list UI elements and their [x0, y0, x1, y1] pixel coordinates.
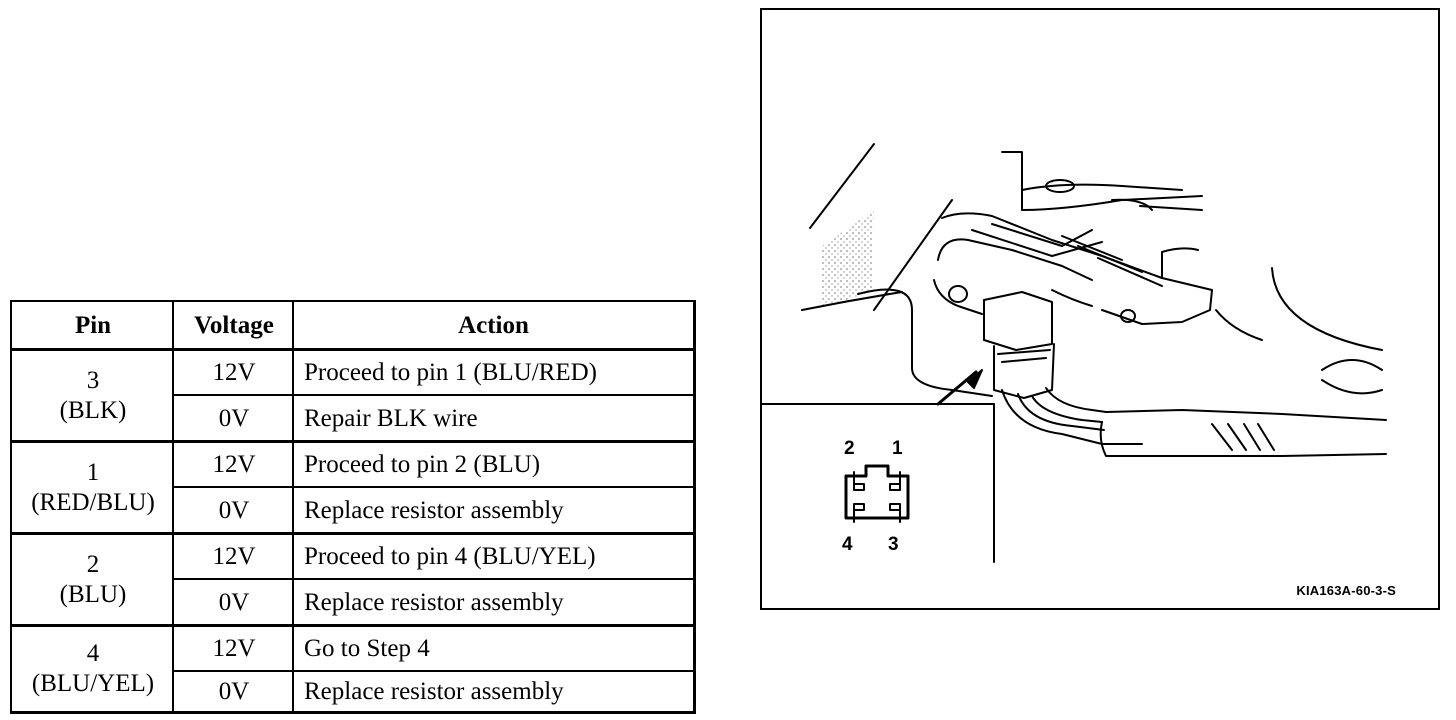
table-row: 12V Proceed to pin 2 (BLU)	[12, 442, 693, 488]
header-pin: Pin	[74, 312, 112, 339]
voltage-cell: 12V	[212, 451, 256, 478]
table-row: 12V Proceed to pin 4 (BLU/YEL)	[12, 534, 693, 580]
pin-color: (BLK)	[59, 397, 127, 424]
pin-color: (BLU)	[59, 581, 127, 608]
table-row: 0V Replace resistor assembly	[12, 488, 693, 534]
connector-pin-label-3: 3	[888, 534, 899, 555]
action-cell: Repair BLK wire	[304, 405, 478, 432]
pin-number: 4	[86, 640, 100, 667]
action-cell: Proceed to pin 2 (BLU)	[304, 451, 541, 478]
action-cell: Proceed to pin 4 (BLU/YEL)	[304, 543, 596, 570]
voltage-cell: 12V	[212, 543, 256, 570]
row-divider	[12, 440, 693, 443]
pin-number: 2	[86, 551, 100, 578]
action-cell: Replace resistor assembly	[304, 678, 564, 705]
table-row: 0V Replace resistor assembly	[12, 672, 693, 712]
pin-color: (RED/BLU)	[31, 489, 155, 516]
header-action: Action	[458, 312, 529, 339]
pin-cell: 2 (BLU)	[12, 534, 174, 626]
pin-number: 3	[86, 367, 100, 394]
action-cell: Go to Step 4	[304, 635, 430, 662]
connector-pin-label-1: 1	[892, 438, 903, 459]
figure-caption: KIA163A-60-3-S	[1296, 583, 1396, 598]
table-row: 12V Go to Step 4	[12, 626, 693, 672]
voltage-cell: 0V	[218, 405, 250, 432]
pin-number: 1	[86, 459, 100, 486]
action-cell: Replace resistor assembly	[304, 589, 564, 616]
pin-cell: 4 (BLU/YEL)	[12, 626, 174, 712]
row-divider	[12, 624, 693, 627]
pin-cell: 3 (BLK)	[12, 350, 174, 442]
action-cell: Replace resistor assembly	[304, 497, 564, 524]
action-cell: Proceed to pin 1 (BLU/RED)	[304, 359, 598, 386]
pin-voltage-table: Pin Voltage Action 3 (BLK) 12V Proceed t…	[10, 300, 696, 714]
voltage-cell: 0V	[218, 678, 250, 705]
voltage-cell: 0V	[218, 497, 250, 524]
voltage-cell: 12V	[212, 359, 256, 386]
table-row: 12V Proceed to pin 1 (BLU/RED)	[12, 350, 693, 396]
table-row: 0V Repair BLK wire	[12, 396, 693, 442]
row-divider	[172, 670, 693, 672]
connector-pin-label-4: 4	[842, 534, 853, 555]
component-illustration	[762, 143, 1387, 563]
row-divider	[12, 532, 693, 535]
voltage-cell: 12V	[212, 635, 256, 662]
header-voltage: Voltage	[194, 312, 274, 339]
pin-color: (BLU/YEL)	[31, 670, 155, 697]
table-header-row: Pin Voltage Action	[12, 302, 693, 350]
row-divider	[12, 348, 693, 351]
voltage-cell: 0V	[218, 589, 250, 616]
connector-pin-label-2: 2	[844, 438, 855, 459]
connector-location-figure: 2 1 4 3 KIA163A-60-3-S	[760, 8, 1440, 610]
column-divider	[172, 302, 174, 711]
table-row: 0V Replace resistor assembly	[12, 580, 693, 626]
column-divider	[292, 302, 294, 711]
row-divider	[172, 394, 693, 396]
row-divider	[172, 486, 693, 488]
pin-cell: 1 (RED/BLU)	[12, 442, 174, 534]
row-divider	[172, 578, 693, 580]
